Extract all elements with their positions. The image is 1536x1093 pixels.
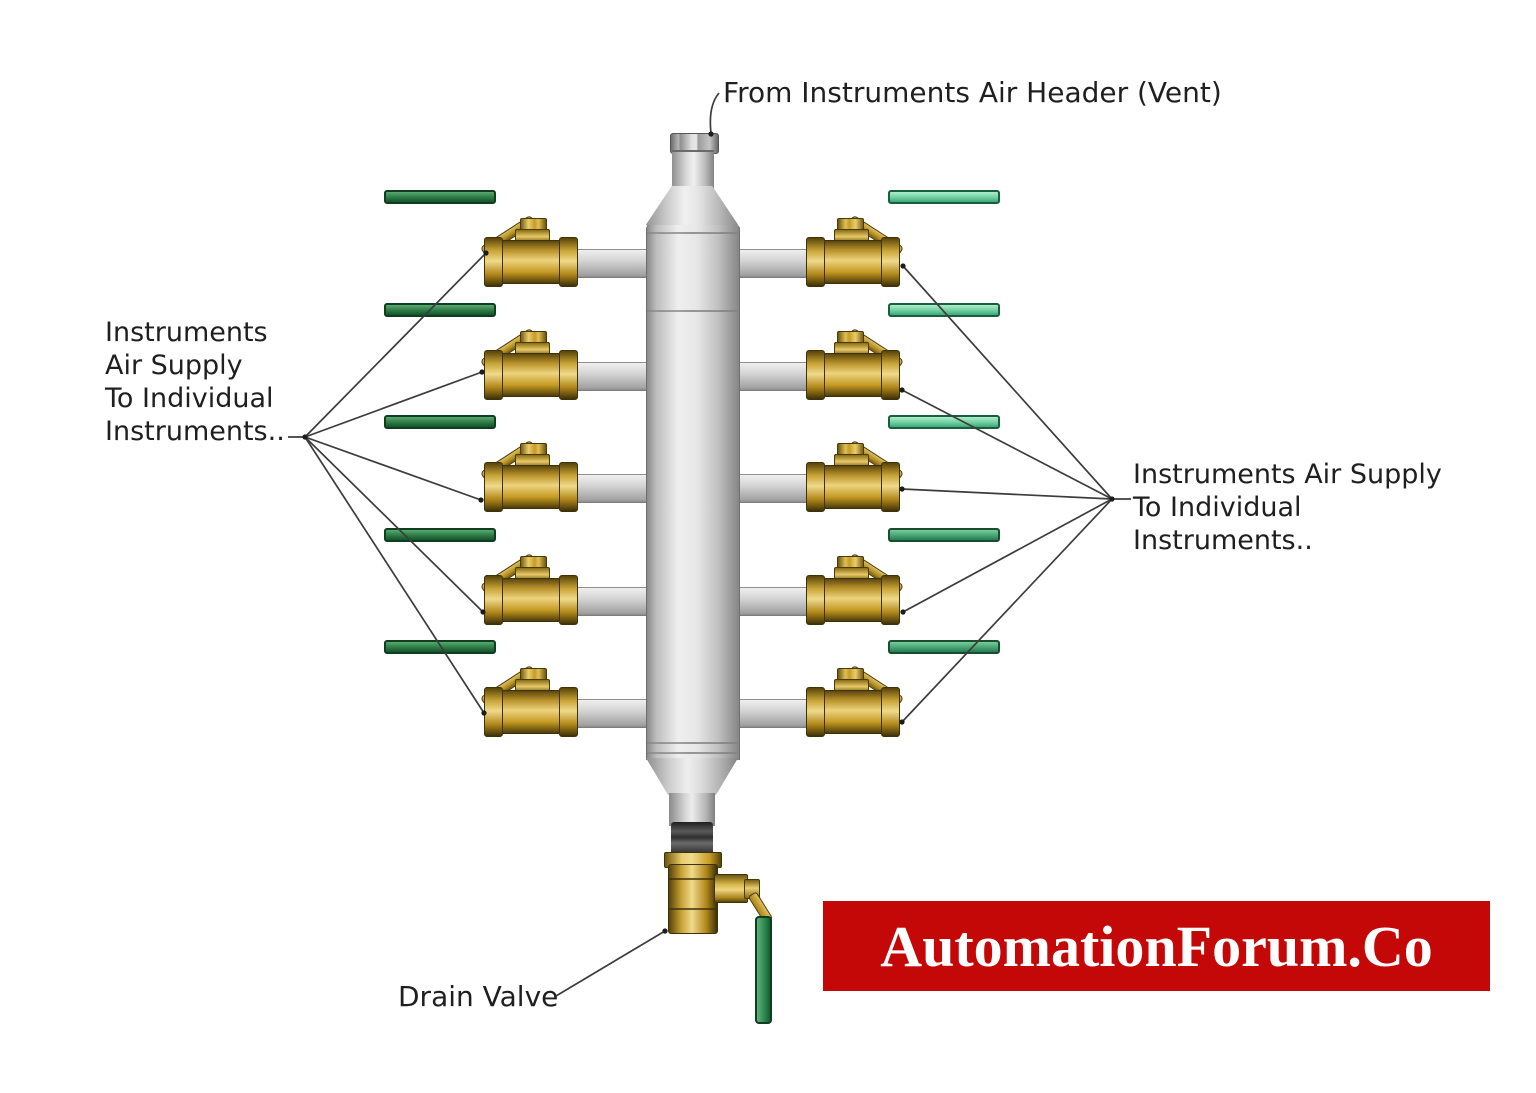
ball-valve-left-5 <box>384 640 578 737</box>
valve-hex-end <box>559 237 578 287</box>
valve-hex-end <box>806 237 825 287</box>
manifold-seam <box>646 742 738 744</box>
valve-handle-grip <box>888 415 1000 429</box>
stub-pipe-right-3 <box>736 474 816 503</box>
valve-hex-end <box>881 687 900 737</box>
valve-handle-grip <box>384 528 496 542</box>
valve-hex-end <box>484 350 503 400</box>
left-supply-line: Instruments.. <box>105 416 285 447</box>
watermark-banner: AutomationForum.Co <box>823 901 1490 991</box>
stub-pipe-left-3 <box>573 474 653 503</box>
drain-valve-handle-grip <box>755 916 772 1024</box>
vent-label-text: From Instruments Air Header (Vent) <box>723 76 1222 109</box>
valve-handle-grip <box>384 640 496 654</box>
drain-valve-label: Drain Valve <box>398 980 558 1013</box>
right-supply-line: To Individual <box>1133 492 1302 523</box>
manifold-seam <box>646 310 738 312</box>
air-header-manifold-body <box>646 225 740 760</box>
valve-handle-grip <box>888 640 1000 654</box>
drain-union-fitting <box>671 822 713 856</box>
valve-handle-grip <box>384 190 496 204</box>
valve-hex-end <box>806 350 825 400</box>
ball-valve-left-1 <box>384 190 578 287</box>
valve-handle-grip <box>888 303 1000 317</box>
valve-hex-end <box>484 462 503 512</box>
manifold-top-shoulder <box>646 186 738 228</box>
valve-hex-end <box>559 687 578 737</box>
valve-hex-end <box>484 575 503 625</box>
valve-hex-end <box>881 237 900 287</box>
valve-hex-end <box>806 575 825 625</box>
left-supply-line: Instruments <box>105 317 268 348</box>
manifold-bottom-dome <box>646 758 738 795</box>
valve-hex-end <box>881 462 900 512</box>
ball-valve-right-2 <box>806 303 1000 400</box>
valve-hex-end <box>881 350 900 400</box>
stub-pipe-left-5 <box>573 699 653 728</box>
ball-valve-right-3 <box>806 415 1000 512</box>
valve-hex-end <box>559 462 578 512</box>
stub-pipe-left-4 <box>573 587 653 616</box>
stub-pipe-right-4 <box>736 587 816 616</box>
drain-valve-band <box>668 908 716 910</box>
stub-pipe-right-2 <box>736 362 816 391</box>
valve-hex-end <box>484 237 503 287</box>
drain-valve-body <box>668 864 718 934</box>
right-supply-label: Instruments Air Supply To Individual Ins… <box>1133 458 1442 557</box>
left-supply-line: Air Supply <box>105 350 243 381</box>
ball-valve-left-3 <box>384 415 578 512</box>
valve-handle-grip <box>888 528 1000 542</box>
valve-hex-end <box>559 575 578 625</box>
stub-pipe-right-5 <box>736 699 816 728</box>
valve-handle-grip <box>888 190 1000 204</box>
manifold-top-neck <box>672 150 714 192</box>
ball-valve-right-1 <box>806 190 1000 287</box>
drain-valve-label-text: Drain Valve <box>398 980 559 1013</box>
left-supply-label: Instruments Air Supply To Individual Ins… <box>105 316 285 448</box>
left-supply-line: To Individual <box>105 383 274 414</box>
valve-hex-end <box>806 687 825 737</box>
valve-handle-grip <box>384 303 496 317</box>
valve-hex-end <box>881 575 900 625</box>
vent-label: From Instruments Air Header (Vent) <box>723 76 1222 109</box>
valve-handle-grip <box>384 415 496 429</box>
manifold-seam <box>646 752 738 754</box>
watermark-text: AutomationForum.Co <box>880 913 1433 979</box>
ball-valve-left-4 <box>384 528 578 625</box>
valve-hex-end <box>484 687 503 737</box>
valve-hex-end <box>806 462 825 512</box>
drain-valve-band <box>668 878 716 880</box>
right-supply-line: Instruments Air Supply <box>1133 459 1442 490</box>
ball-valve-right-4 <box>806 528 1000 625</box>
stub-pipe-left-1 <box>573 249 653 278</box>
manifold-seam <box>646 232 738 234</box>
ball-valve-left-2 <box>384 303 578 400</box>
right-supply-line: Instruments.. <box>1133 525 1313 556</box>
stub-pipe-left-2 <box>573 362 653 391</box>
manifold-bottom-neck <box>669 793 715 826</box>
valve-hex-end <box>559 350 578 400</box>
ball-valve-right-5 <box>806 640 1000 737</box>
stub-pipe-right-1 <box>736 249 816 278</box>
drain-valve-stem-port <box>714 874 748 903</box>
